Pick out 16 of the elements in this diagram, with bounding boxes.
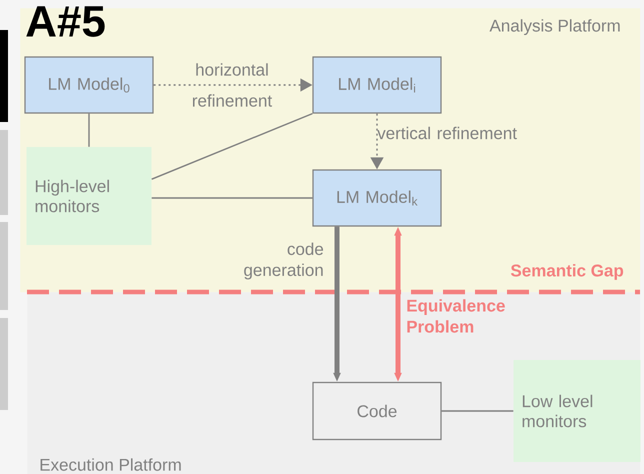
- connector-line: [442, 410, 514, 412]
- model-box: LM Model$_{k}$: [312, 169, 442, 227]
- gap-label: Semantic Gap: [510, 264, 624, 280]
- code-box: Code: [312, 382, 442, 440]
- edge-label: Equivalence Problem: [407, 299, 505, 333]
- connector-line: [88, 114, 90, 147]
- model-box: LM Model$_{0}$: [24, 56, 154, 114]
- title: A#5: [26, 6, 105, 37]
- edge-label: horizontal refinement: [192, 63, 272, 107]
- edge-label: vertical refinement: [377, 126, 517, 140]
- connector-line: [152, 197, 312, 199]
- monitor-box: Low level monitors: [514, 360, 640, 462]
- connector-line: [151, 112, 313, 180]
- edge-label: code generation: [244, 242, 324, 280]
- model-box: LM Model$_{i}$: [312, 56, 442, 114]
- monitor-box: High-level monitors: [26, 147, 152, 245]
